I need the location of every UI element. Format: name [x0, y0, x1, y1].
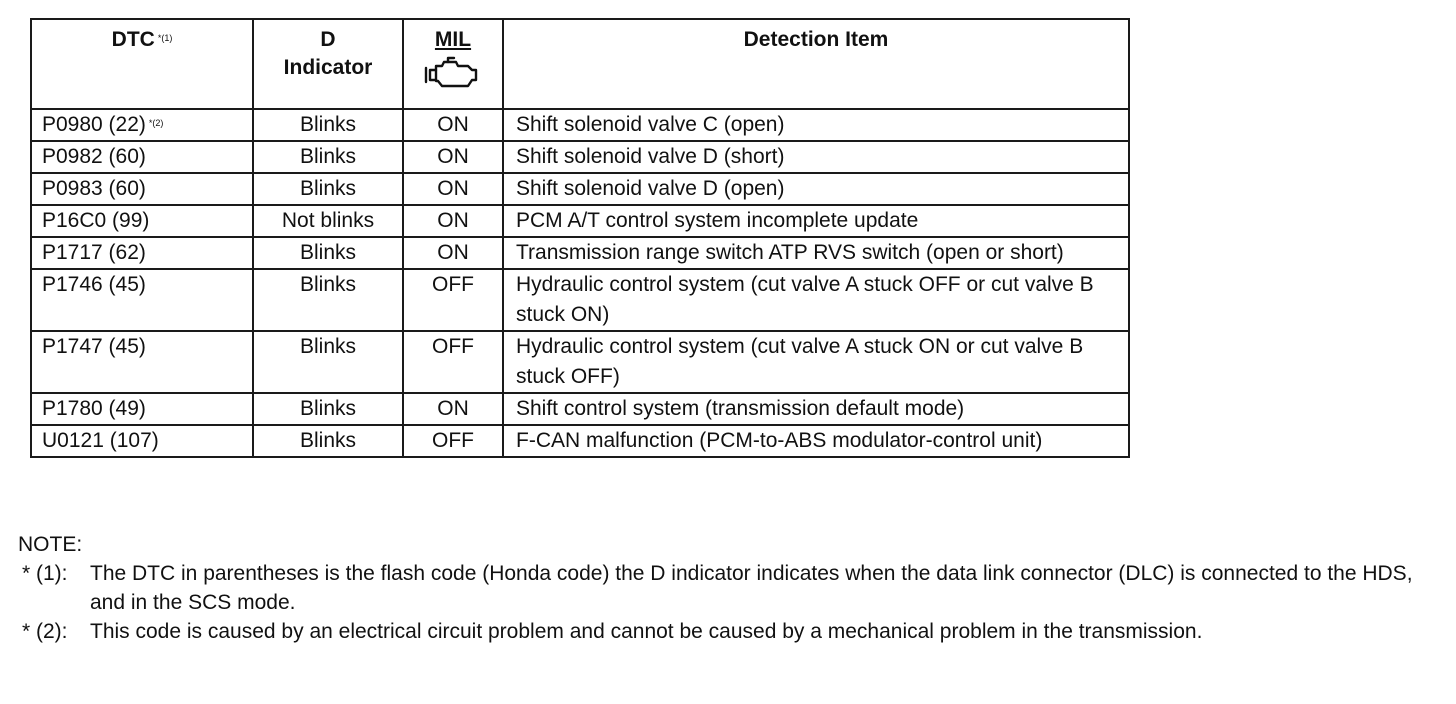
notes-title: NOTE: [18, 533, 83, 556]
cell-d-indicator: Blinks [252, 140, 404, 174]
cell-detection-item: Shift solenoid valve D (open) [502, 172, 1130, 206]
cell-d-indicator: Blinks [252, 424, 404, 458]
cell-dtc: P1747 (45) [30, 330, 254, 394]
cell-mil: ON [402, 108, 504, 142]
note-item: * (2): This code is caused by an electri… [22, 617, 1438, 646]
cell-detection-item: Shift solenoid valve C (open) [502, 108, 1130, 142]
header-detection-item: Detection Item [502, 18, 1130, 110]
cell-mil: OFF [402, 268, 504, 332]
header-mil: MIL [402, 18, 504, 110]
dtc-ref: *(2) [148, 118, 164, 128]
header-dtc-ref: *(1) [157, 33, 173, 43]
cell-mil: ON [402, 172, 504, 206]
table-row: P0980 (22)*(2) Blinks ON Shift solenoid … [30, 108, 1130, 142]
cell-detection-item: F-CAN malfunction (PCM-to-ABS modulator-… [502, 424, 1130, 458]
cell-detection-item: Shift solenoid valve D (short) [502, 140, 1130, 174]
table-row: P1780 (49) Blinks ON Shift control syste… [30, 392, 1130, 426]
table-row: U0121 (107) Blinks OFF F-CAN malfunction… [30, 424, 1130, 458]
note-item: * (1): The DTC in parentheses is the fla… [22, 559, 1438, 617]
notes-section: NOTE: * (1): The DTC in parentheses is t… [18, 530, 1438, 646]
cell-mil: ON [402, 392, 504, 426]
cell-d-indicator: Blinks [252, 268, 404, 332]
cell-d-indicator: Blinks [252, 172, 404, 206]
cell-d-indicator: Blinks [252, 108, 404, 142]
cell-detection-item: PCM A/T control system incomplete update [502, 204, 1130, 238]
header-d-indicator-line2: Indicator [283, 56, 373, 79]
cell-mil: ON [402, 140, 504, 174]
cell-dtc: P0983 (60) [30, 172, 254, 206]
cell-dtc: P0980 (22)*(2) [30, 108, 254, 142]
note-text: The DTC in parentheses is the flash code… [90, 562, 1413, 614]
cell-dtc: P1746 (45) [30, 268, 254, 332]
cell-mil: ON [402, 204, 504, 238]
header-d-indicator-line1: D [320, 28, 336, 51]
check-engine-icon [424, 56, 478, 88]
note-text: This code is caused by an electrical cir… [90, 620, 1203, 643]
cell-mil: OFF [402, 424, 504, 458]
header-dtc-label: DTC [111, 28, 155, 51]
cell-detection-item: Transmission range switch ATP RVS switch… [502, 236, 1130, 270]
cell-d-indicator: Blinks [252, 392, 404, 426]
table-header-row: DTC*(1) D Indicator MIL Detection Item [30, 18, 1130, 110]
cell-mil: ON [402, 236, 504, 270]
cell-dtc: P16C0 (99) [30, 204, 254, 238]
cell-dtc: U0121 (107) [30, 424, 254, 458]
header-d-indicator: D Indicator [252, 18, 404, 110]
cell-d-indicator: Blinks [252, 330, 404, 394]
cell-detection-item: Shift control system (transmission defau… [502, 392, 1130, 426]
cell-dtc: P1717 (62) [30, 236, 254, 270]
table-row: P16C0 (99) Not blinks ON PCM A/T control… [30, 204, 1130, 238]
table-row: P1717 (62) Blinks ON Transmission range … [30, 236, 1130, 270]
cell-detection-item: Hydraulic control system (cut valve A st… [502, 330, 1130, 394]
cell-mil: OFF [402, 330, 504, 394]
table-row: P1747 (45) Blinks OFF Hydraulic control … [30, 330, 1130, 394]
cell-d-indicator: Not blinks [252, 204, 404, 238]
dtc-table: DTC*(1) D Indicator MIL Detection Item [30, 18, 1130, 458]
table-row: P1746 (45) Blinks OFF Hydraulic control … [30, 268, 1130, 332]
cell-dtc: P1780 (49) [30, 392, 254, 426]
note-marker: * (1): [22, 562, 68, 585]
note-marker: * (2): [22, 620, 68, 643]
header-dtc: DTC*(1) [30, 18, 254, 110]
cell-dtc: P0982 (60) [30, 140, 254, 174]
table-row: P0982 (60) Blinks ON Shift solenoid valv… [30, 140, 1130, 174]
dtc-code: P0980 (22) [42, 113, 146, 136]
header-mil-label: MIL [434, 28, 472, 51]
table-row: P0983 (60) Blinks ON Shift solenoid valv… [30, 172, 1130, 206]
cell-d-indicator: Blinks [252, 236, 404, 270]
cell-detection-item: Hydraulic control system (cut valve A st… [502, 268, 1130, 332]
